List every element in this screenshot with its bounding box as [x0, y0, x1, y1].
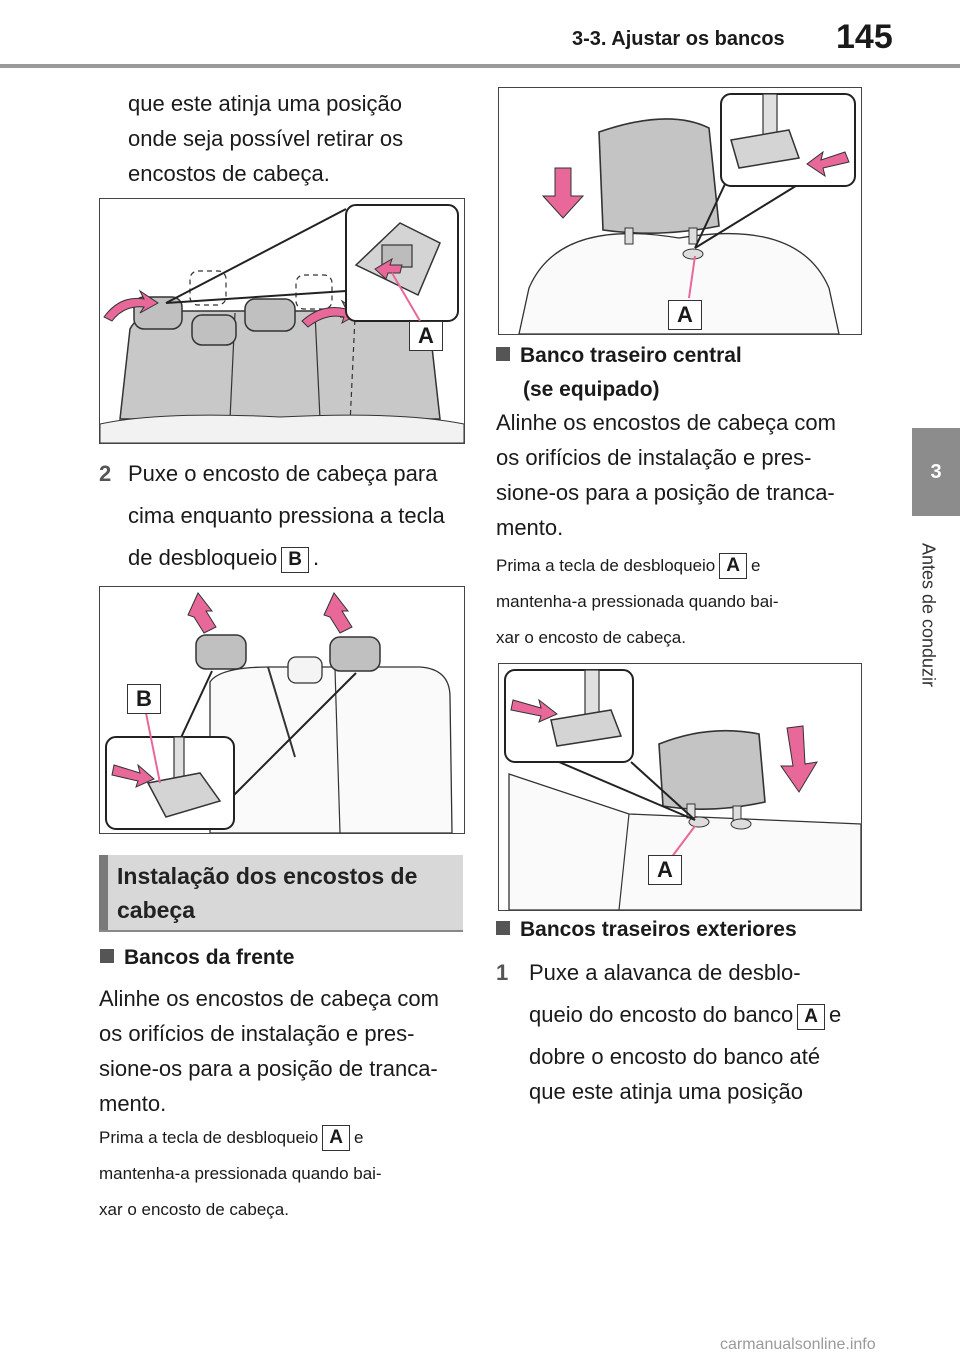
figure4-callout-a: A: [648, 855, 682, 885]
page-number: 145: [836, 18, 893, 56]
key-a: A: [322, 1125, 350, 1151]
intro-paragraph: que este atinja uma posição onde seja po…: [128, 91, 404, 186]
square-bullet-icon: [496, 347, 510, 361]
key-b: B: [281, 547, 309, 573]
rear-center-paragraph: Alinhe os encostos de cabeça com os orif…: [496, 410, 836, 540]
section-title: 3-3. Ajustar os bancos: [572, 28, 785, 50]
figure-headrest-removal: B: [99, 586, 465, 834]
figure-rear-seat-unlock: A: [99, 198, 465, 444]
key-a: A: [719, 553, 747, 579]
watermark: carmanualsonline.info: [720, 1336, 876, 1353]
front-seats-paragraph: Alinhe os encostos de cabeça com os orif…: [99, 986, 439, 1116]
step-2-number: 2: [99, 461, 112, 486]
rear-center-heading: Banco traseiro central (se equipado): [496, 339, 742, 407]
figure-rear-center-install: A: [498, 87, 862, 335]
chapter-tab[interactable]: 3: [912, 428, 960, 516]
square-bullet-icon: [100, 949, 114, 963]
square-bullet-icon: [496, 921, 510, 935]
rear-outer-heading: Bancos traseiros exteriores: [496, 913, 797, 947]
figure-rear-outer-install: A: [498, 663, 862, 911]
figure2-callout-b: B: [127, 684, 161, 714]
chapter-label: Antes de conduzir: [918, 542, 939, 688]
section-heading-bar: [99, 855, 108, 930]
section-heading-installation: Instalação dos encostos de cabeça: [99, 855, 463, 932]
header-rule: [0, 64, 960, 68]
key-a: A: [797, 1004, 825, 1030]
front-seats-heading: Bancos da frente: [100, 941, 294, 975]
figure3-callout-a: A: [668, 300, 702, 330]
figure1-callout-a: A: [409, 321, 443, 351]
step-1-number: 1: [496, 960, 509, 985]
